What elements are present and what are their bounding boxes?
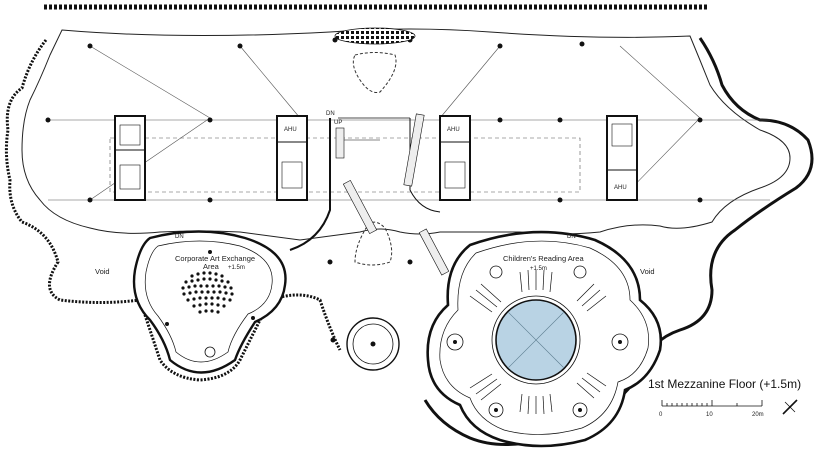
childrens-reading-area: [426, 230, 663, 448]
central-atrium: [289, 117, 441, 251]
corporate-area-label-2: Area: [203, 262, 220, 271]
up-stair-label: UP: [334, 120, 342, 126]
childrens-area-label: Children's Reading Area: [503, 254, 584, 263]
scale-tick-0: 0: [659, 412, 663, 418]
dn-stair-label: DN: [326, 111, 335, 117]
ahu-label-3: AHU: [614, 185, 627, 191]
core-4: [606, 115, 638, 201]
scale-tick-20m: 20m: [752, 412, 764, 418]
corporate-art-area: [132, 230, 287, 374]
escalators: [335, 113, 450, 276]
core-1: [114, 115, 146, 201]
core-2: [276, 115, 308, 201]
core-3: [439, 115, 471, 201]
childrens-level-label: +1.5m: [530, 266, 547, 272]
lower-triangle: [354, 221, 393, 266]
scale-tick-10: 10: [706, 412, 713, 418]
north-arrow-icon: [782, 399, 798, 415]
scale-bar: [661, 400, 763, 407]
upper-triangle: [352, 52, 397, 93]
dn-corporate-label: DN: [175, 234, 184, 240]
round-lift: [346, 317, 400, 371]
corporate-area-label: Corporate Art Exchange: [175, 254, 255, 263]
corporate-level-label: +1.5m: [228, 265, 245, 271]
top-skylight: [334, 27, 416, 45]
drawing-title: 1st Mezzanine Floor (+1.5m): [648, 377, 801, 391]
void-left-label: Void: [95, 267, 110, 276]
main-floor-outline: [21, 28, 791, 241]
dn-children-label: DN: [567, 234, 576, 240]
structural-diagonals: [48, 45, 770, 201]
void-right-label: Void: [640, 267, 655, 276]
ahu-label-1: AHU: [284, 127, 297, 133]
ahu-label-2: AHU: [447, 127, 460, 133]
